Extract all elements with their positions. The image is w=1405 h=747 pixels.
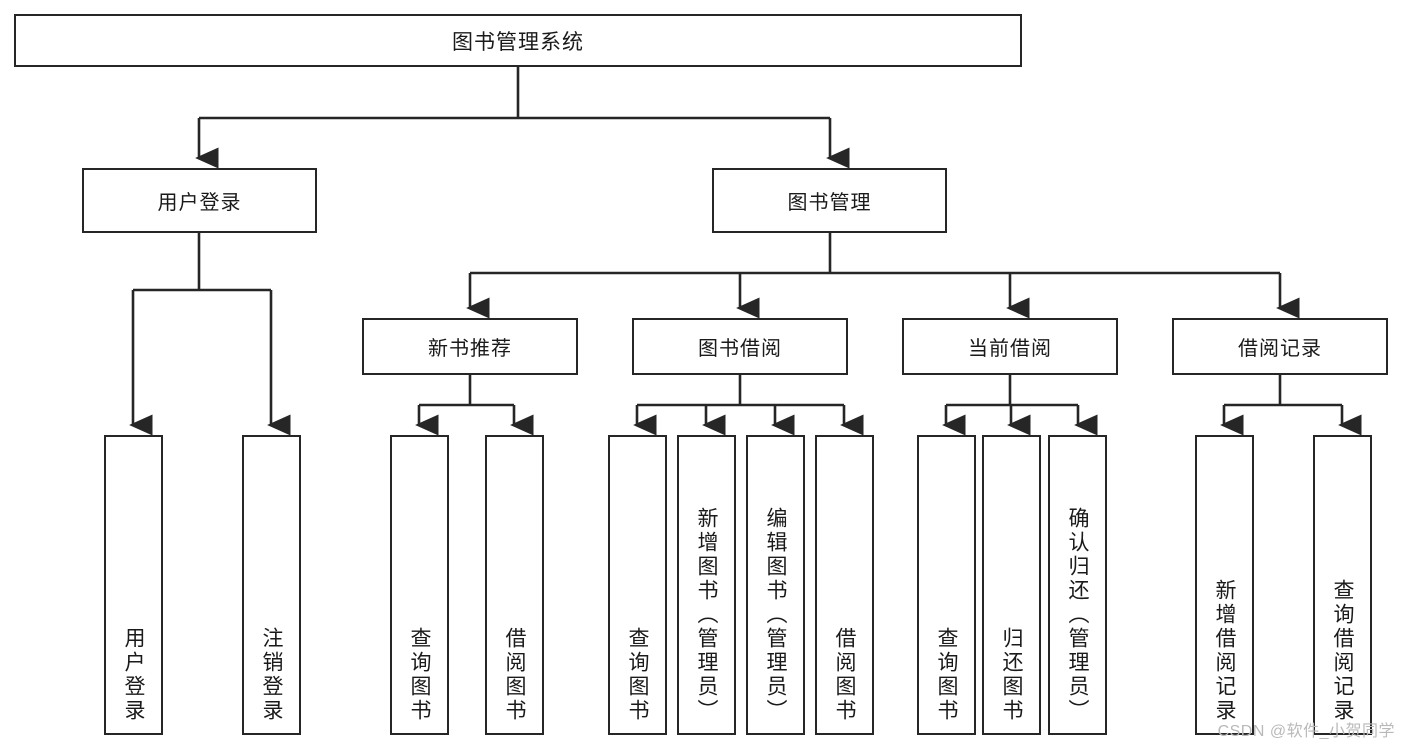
- leaf-user-login-label: 用户登录: [122, 627, 145, 723]
- leaf-current-query-book[interactable]: 查询图书: [917, 435, 976, 735]
- node-book-borrow[interactable]: 图书借阅: [632, 318, 848, 375]
- leaf-borrow-query-book[interactable]: 查询图书: [608, 435, 667, 735]
- node-user-login-label: 用户登录: [157, 192, 242, 214]
- watermark: CSDN @软件_小贺同学: [1217, 723, 1395, 740]
- leaf-borrow-add-book[interactable]: 新增图书（管理员）: [677, 435, 736, 735]
- leaf-new-book-query[interactable]: 查询图书: [390, 435, 449, 735]
- leaf-record-query-label: 查询借阅记录: [1331, 579, 1354, 723]
- leaf-record-add[interactable]: 新增借阅记录: [1195, 435, 1254, 735]
- leaf-borrow-edit-book[interactable]: 编辑图书（管理员）: [746, 435, 805, 735]
- node-borrow-record[interactable]: 借阅记录: [1172, 318, 1388, 375]
- leaf-borrow-edit-book-label: 编辑图书（管理员）: [764, 507, 787, 723]
- node-current-borrow[interactable]: 当前借阅: [902, 318, 1118, 375]
- node-book-borrow-label: 图书借阅: [698, 338, 782, 360]
- leaf-borrow-borrow-book-label: 借阅图书: [833, 627, 856, 723]
- node-new-book-recommend[interactable]: 新书推荐: [362, 318, 578, 375]
- node-book-manage[interactable]: 图书管理: [712, 168, 947, 233]
- leaf-current-query-book-label: 查询图书: [935, 627, 958, 723]
- leaf-borrow-add-book-label: 新增图书（管理员）: [695, 507, 718, 723]
- leaf-current-return-book-label: 归还图书: [1000, 627, 1023, 723]
- leaf-user-logout[interactable]: 注销登录: [242, 435, 301, 735]
- node-root[interactable]: 图书管理系统: [14, 14, 1022, 67]
- leaf-record-query[interactable]: 查询借阅记录: [1313, 435, 1372, 735]
- leaf-current-confirm-return[interactable]: 确认归还（管理员）: [1048, 435, 1107, 735]
- leaf-user-logout-label: 注销登录: [260, 627, 283, 723]
- node-root-label: 图书管理系统: [452, 30, 584, 54]
- leaf-new-book-query-label: 查询图书: [408, 627, 431, 723]
- leaf-borrow-query-book-label: 查询图书: [626, 627, 649, 723]
- node-borrow-record-label: 借阅记录: [1238, 338, 1322, 360]
- node-user-login[interactable]: 用户登录: [82, 168, 317, 233]
- leaf-new-book-borrow[interactable]: 借阅图书: [485, 435, 544, 735]
- node-book-manage-label: 图书管理: [787, 192, 872, 214]
- leaf-current-confirm-return-label: 确认归还（管理员）: [1066, 507, 1089, 723]
- leaf-new-book-borrow-label: 借阅图书: [503, 627, 526, 723]
- leaf-borrow-borrow-book[interactable]: 借阅图书: [815, 435, 874, 735]
- leaf-current-return-book[interactable]: 归还图书: [982, 435, 1041, 735]
- leaf-user-login[interactable]: 用户登录: [104, 435, 163, 735]
- node-new-book-recommend-label: 新书推荐: [428, 338, 512, 360]
- leaf-record-add-label: 新增借阅记录: [1213, 579, 1236, 723]
- node-current-borrow-label: 当前借阅: [968, 338, 1052, 360]
